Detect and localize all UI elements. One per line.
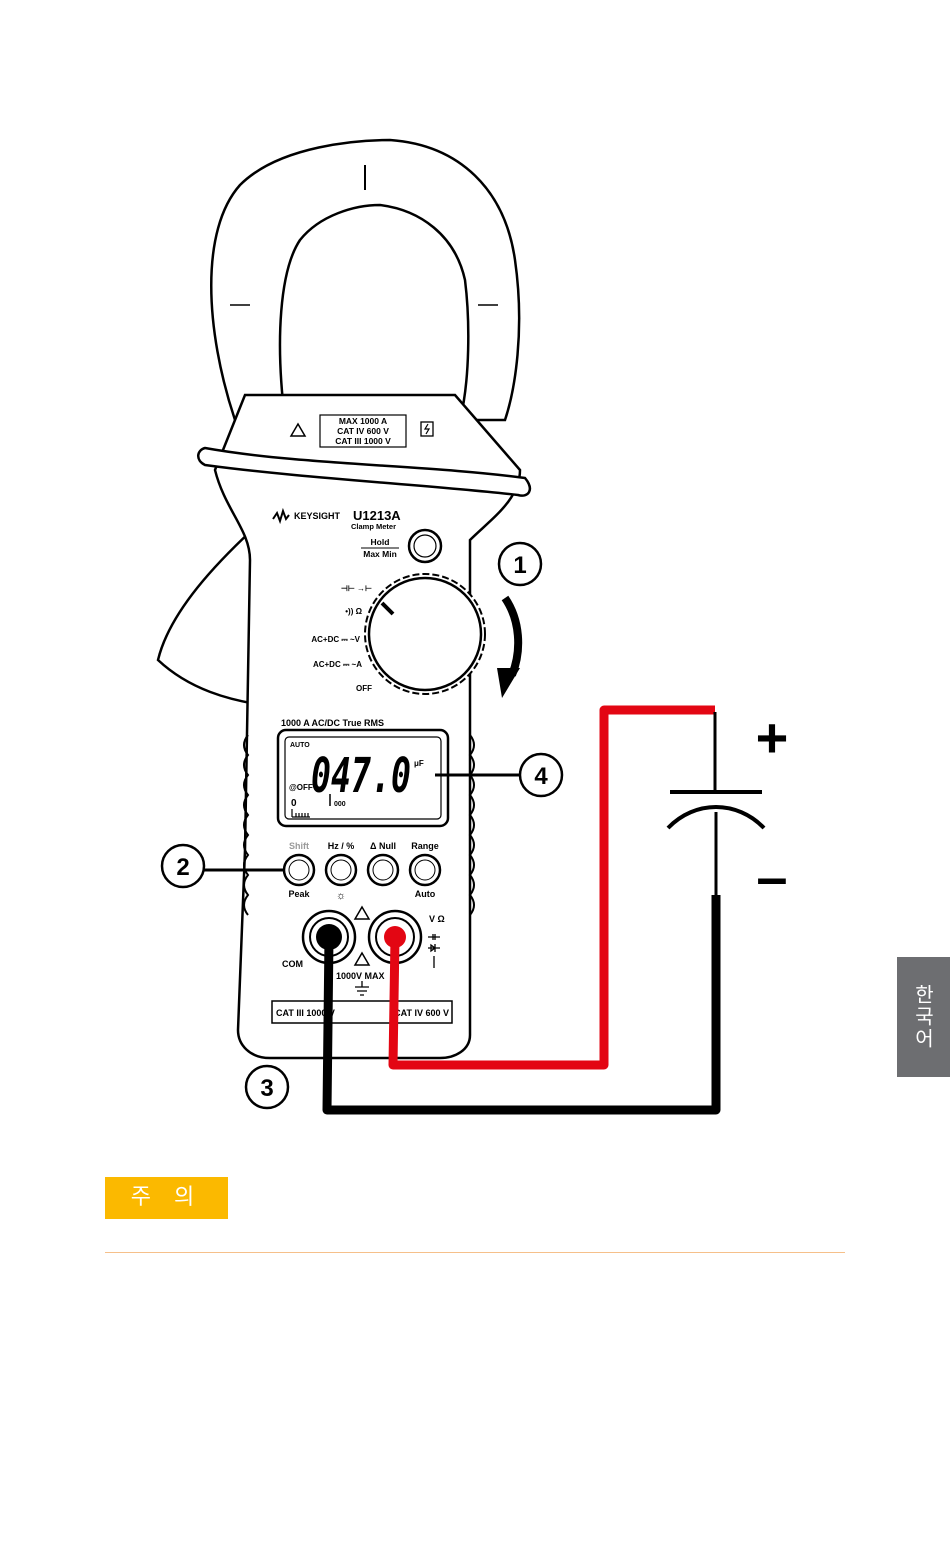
language-tab[interactable]: 한국어 bbox=[897, 957, 950, 1077]
model-name: U1213A bbox=[353, 508, 401, 523]
callout-1: 1 bbox=[499, 543, 541, 585]
dial-label-current: AC+DC ⎓ ~A bbox=[313, 660, 362, 669]
capacitor-plus-sign: + bbox=[756, 706, 789, 769]
callout-1-number: 1 bbox=[513, 552, 526, 579]
shift-label: Shift bbox=[289, 841, 309, 851]
rating-line-3: CAT III 1000 V bbox=[335, 436, 391, 446]
rms-label: 1000 A AC/DC True RMS bbox=[281, 718, 384, 728]
range-label: Range bbox=[411, 841, 439, 851]
terminal-symbols: V Ω bbox=[429, 914, 445, 924]
com-label: COM bbox=[282, 959, 303, 969]
dial-label-voltage: AC+DC ⎓ ~V bbox=[311, 635, 360, 644]
lcd-reading: 047.0 bbox=[311, 748, 411, 804]
capacitor-symbol bbox=[668, 712, 764, 897]
auto-label: Auto bbox=[415, 889, 436, 899]
callout-3-number: 3 bbox=[260, 1075, 273, 1102]
brand-name: KEYSIGHT bbox=[294, 511, 341, 521]
null-label: Δ Null bbox=[370, 841, 396, 851]
lcd-unit: μF bbox=[414, 759, 424, 768]
cat-right-label: CAT IV 600 V bbox=[394, 1008, 449, 1018]
jaw-trigger bbox=[158, 530, 262, 705]
capacitor-minus-sign: – bbox=[756, 845, 787, 908]
lcd-bargraph-zero: 0 bbox=[291, 798, 297, 809]
language-tab-label: 한국어 bbox=[909, 984, 938, 1050]
rotary-dial[interactable] bbox=[369, 578, 481, 690]
caution-heading: 주 의 bbox=[105, 1177, 228, 1219]
caution-divider bbox=[105, 1252, 845, 1253]
dial-label-off: OFF bbox=[356, 684, 372, 693]
maxmin-label: Max Min bbox=[363, 549, 397, 559]
rotate-arrow-icon bbox=[505, 598, 518, 675]
model-subtitle: Clamp Meter bbox=[351, 522, 396, 531]
max-voltage-label: 1000V MAX bbox=[336, 971, 385, 981]
callout-2-number: 2 bbox=[176, 854, 189, 881]
rating-line-2: CAT IV 600 V bbox=[337, 426, 389, 436]
lcd-auto-power-off: @OFF bbox=[289, 783, 313, 792]
dial-label-cap-diode: ⊣⊢ →⊢ bbox=[341, 583, 372, 593]
lcd-auto-indicator: AUTO bbox=[290, 742, 310, 749]
callout-4-number: 4 bbox=[534, 763, 548, 790]
callout-3: 3 bbox=[246, 1066, 288, 1108]
rating-line-1: MAX 1000 A bbox=[339, 416, 387, 426]
lcd-bargraph-scale: 000 bbox=[334, 801, 346, 808]
hz-label: Hz / % bbox=[328, 841, 355, 851]
backlight-icon: ☼ bbox=[336, 890, 346, 902]
dial-label-continuity-ohm: •)) Ω bbox=[345, 607, 362, 616]
peak-label: Peak bbox=[288, 889, 310, 899]
hold-label: Hold bbox=[371, 537, 390, 547]
